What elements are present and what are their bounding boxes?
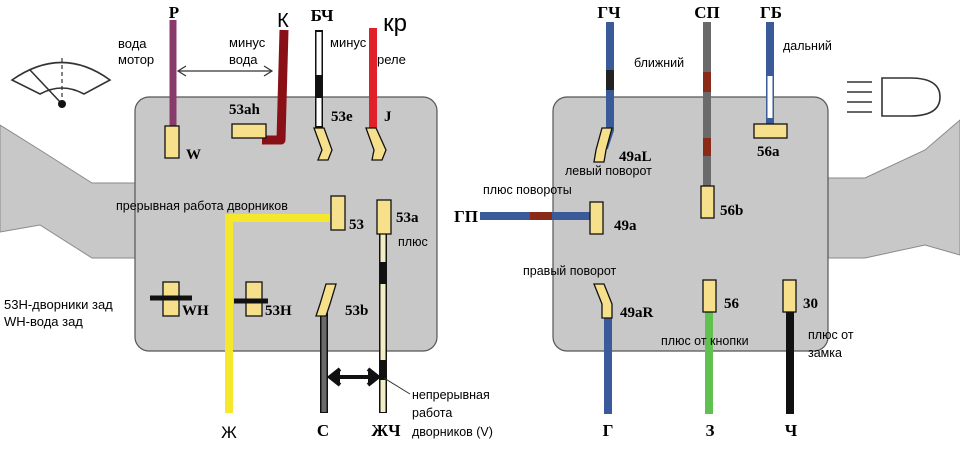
wire-label-zhch: ЖЧ (371, 421, 401, 440)
wire-label-zh: Ж (221, 423, 237, 442)
label-minus-voda-2: вода (229, 52, 258, 67)
label-plus-button: плюс от кнопки (661, 334, 749, 348)
terminal-56a (753, 123, 788, 139)
left-lever (0, 124, 136, 259)
terminal-49al (593, 127, 613, 163)
terminal-30 (782, 279, 797, 313)
right-lever (827, 119, 960, 259)
terminal-label-53h: 53H (265, 303, 292, 319)
label-minus-rele-2: реле (377, 52, 406, 67)
label-turn-plus: плюс повороты (483, 183, 572, 197)
terminal-j (365, 127, 387, 161)
wire-label-sp: СП (694, 3, 720, 22)
wire-maroon-53ah (262, 29, 289, 145)
terminal-53 (330, 195, 346, 231)
terminal-label-56a: 56a (757, 144, 780, 160)
terminal-label-49ar: 49aR (620, 305, 654, 321)
terminal-label-53: 53 (349, 217, 364, 233)
wire-label-gch: ГЧ (597, 3, 621, 22)
callout-line-continuous (383, 377, 411, 395)
terminal-56b (700, 185, 715, 219)
label-minus-voda-1: минус (229, 35, 266, 50)
terminal-49a (589, 201, 604, 235)
terminal-label-53a: 53a (396, 210, 419, 226)
wire-label-z: З (706, 421, 715, 440)
label-continuous-3: дворников (V) (412, 425, 493, 439)
terminal-label-49al: 49aL (619, 149, 652, 165)
double-arrow-voda (176, 65, 274, 77)
wire-label-ch: Ч (785, 421, 798, 440)
label-plus: плюс (398, 235, 428, 249)
wire-label-g: Г (603, 421, 614, 440)
terminal-label-53ah: 53ah (229, 102, 261, 118)
wire-label-s: С (317, 421, 329, 440)
terminal-label-j: J (384, 109, 392, 125)
label-plus-ignition-1: плюс от (808, 328, 854, 342)
label-rear-washer: WH-вода зад (4, 314, 83, 329)
wire-label-kr: кр (383, 10, 407, 37)
label-continuous-1: непрерывная (412, 388, 490, 402)
headlight-icon (847, 77, 941, 117)
wiper-icon (10, 55, 112, 108)
terminal-53b (315, 283, 337, 317)
wire-label-k: К (277, 10, 289, 32)
wire-label-p: Р (169, 3, 179, 22)
label-left-turn: левый поворот (565, 164, 652, 178)
terminal-56 (702, 279, 717, 313)
terminal-49ar (593, 283, 613, 319)
terminal-label-30: 30 (803, 296, 818, 312)
label-continuous-2: работа (412, 406, 452, 420)
terminal-label-53b: 53b (345, 303, 368, 319)
label-intermittent: прерывная работа дворников (116, 199, 288, 213)
wire-label-gp: ГП (454, 207, 478, 226)
label-minus-rele-1: минус (330, 35, 367, 50)
label-high-beam: дальний (783, 39, 832, 53)
terminal-w (164, 125, 180, 159)
terminal-label-49a: 49a (614, 218, 637, 234)
terminal-53e (313, 127, 333, 161)
label-voda-motor-1: вода (118, 36, 147, 51)
label-low-beam: ближний (634, 56, 684, 70)
label-right-turn: правый поворот (523, 264, 617, 278)
label-rear-wipers: 53Н-дворники зад (4, 297, 113, 312)
wire-label-gb: ГБ (760, 3, 782, 22)
wire-label-bch: БЧ (311, 6, 334, 25)
right-switch-body (552, 96, 829, 352)
terminal-53a (376, 199, 392, 235)
terminal-label-wh: WH (182, 303, 209, 319)
terminal-label-56: 56 (724, 296, 740, 312)
wire-yellow-53 (225, 214, 330, 413)
label-plus-ignition-2: замка (808, 346, 842, 360)
double-arrow-continuous (326, 367, 382, 387)
terminal-label-53e: 53e (331, 109, 353, 125)
terminal-53ah (231, 123, 267, 139)
terminal-label-w: W (186, 147, 201, 163)
label-voda-motor-2: мотор (118, 52, 154, 67)
terminal-label-56b: 56b (720, 203, 743, 219)
